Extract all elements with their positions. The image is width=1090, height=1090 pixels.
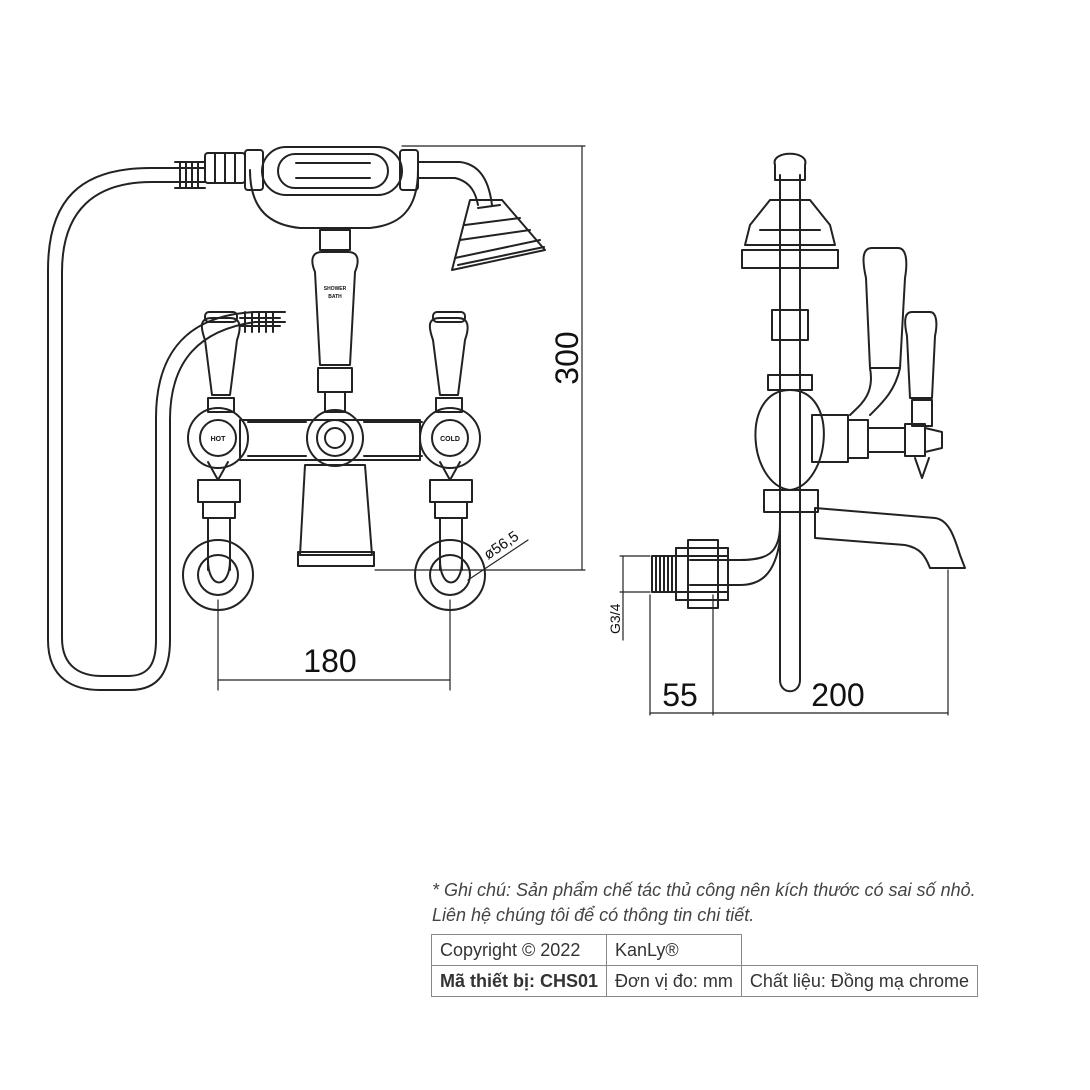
material-cell: Chất liệu: Đồng mạ chrome (740, 965, 978, 997)
side-body (754, 389, 825, 491)
side-dimensions (619, 555, 949, 716)
cold-indicator (419, 407, 481, 469)
model-cell: Mã thiết bị: CHS01 (430, 965, 608, 997)
shower-rose (451, 199, 546, 271)
height-dimension: 300 (549, 331, 585, 384)
note-line-1: * Ghi chú: Sản phẩm chế tác thủ công nên… (432, 880, 976, 900)
thread-dimension: G3/4 (607, 603, 623, 634)
hot-label: HOT (211, 436, 227, 443)
front-dimensions (217, 145, 586, 691)
note: * Ghi chú: Sản phẩm chế tác thủ công nên… (432, 878, 1072, 928)
mixer-body (239, 419, 421, 461)
bath-label: BATH (328, 294, 342, 300)
hot-lever (200, 317, 241, 396)
side-lever-tall (862, 247, 908, 369)
info-table: Copyright © 2022 KanLy® Mã thiết bị: CHS… (430, 934, 978, 997)
shower-label: SHOWER (324, 286, 347, 292)
side-view (651, 152, 966, 693)
unit-cell: Đơn vị đo: mm (606, 965, 742, 997)
front-view (47, 146, 546, 691)
spout-depth-dimension: 200 (811, 677, 864, 713)
cold-label: COLD (440, 436, 460, 443)
riser-pipe (779, 174, 801, 693)
shower-hose (47, 167, 286, 691)
brand-cell: KanLy® (606, 934, 742, 966)
bath-spout (814, 507, 966, 569)
hot-indicator (187, 407, 249, 469)
copyright-cell: Copyright © 2022 (430, 934, 608, 966)
diverter-lever (311, 251, 359, 366)
cold-lever (428, 317, 469, 396)
spacing-dimension: 180 (303, 643, 356, 679)
inlet-depth-dimension: 55 (662, 677, 698, 713)
note-line-2: Liên hệ chúng tôi để có thông tin chi ti… (432, 905, 755, 925)
side-lever-short (904, 311, 938, 399)
